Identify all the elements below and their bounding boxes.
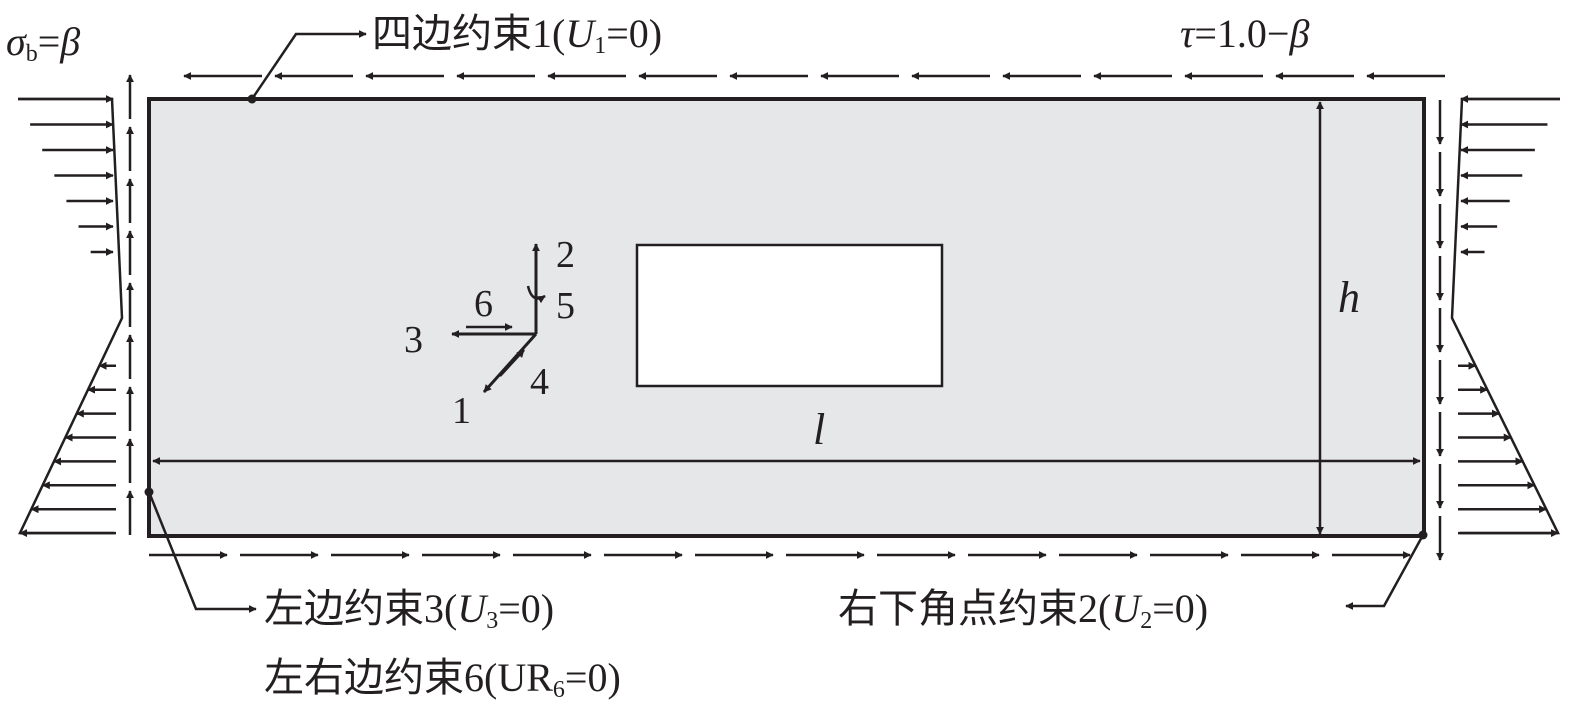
height-label: h (1338, 273, 1360, 322)
constraint-1-leader (250, 32, 330, 100)
length-label: l (813, 405, 826, 454)
dof-axes (451, 243, 546, 394)
constraint-2-label: 右下角点约束2(U2=0) (838, 586, 1209, 634)
axis-label-3: 3 (404, 319, 423, 361)
tau-label: τ=1.0−β (1180, 11, 1310, 56)
left-bending-stress (18, 95, 124, 538)
constraint-3-label: 左边约束3(U3=0) (264, 586, 555, 634)
constraint-6-label: 左右边约束6(UR6=0) (264, 655, 621, 703)
sigma-label: σb=β (6, 19, 81, 67)
central-hole (635, 243, 944, 388)
axis-1-arrow (482, 332, 538, 394)
axis-5-rotation-arrow (526, 285, 546, 304)
axis-4-rotation-arrow (499, 349, 525, 377)
constraint-3-leader (147, 491, 222, 611)
axis-label-6: 6 (474, 283, 493, 325)
left-bending-outline (18, 97, 124, 535)
axis-label-1: 1 (452, 390, 471, 432)
axis-label-5: 5 (556, 285, 575, 327)
constraint-2-leader (1370, 534, 1425, 608)
axis-label-2: 2 (556, 234, 575, 276)
right-bending-stress (1450, 95, 1561, 538)
right-bending-outline (1450, 97, 1561, 535)
constraint-1-label: 四边约束1(U1=0) (372, 11, 663, 59)
axis-label-4: 4 (530, 361, 549, 403)
dimension-lines (152, 101, 1421, 535)
constraint-leaders (144, 30, 1428, 613)
